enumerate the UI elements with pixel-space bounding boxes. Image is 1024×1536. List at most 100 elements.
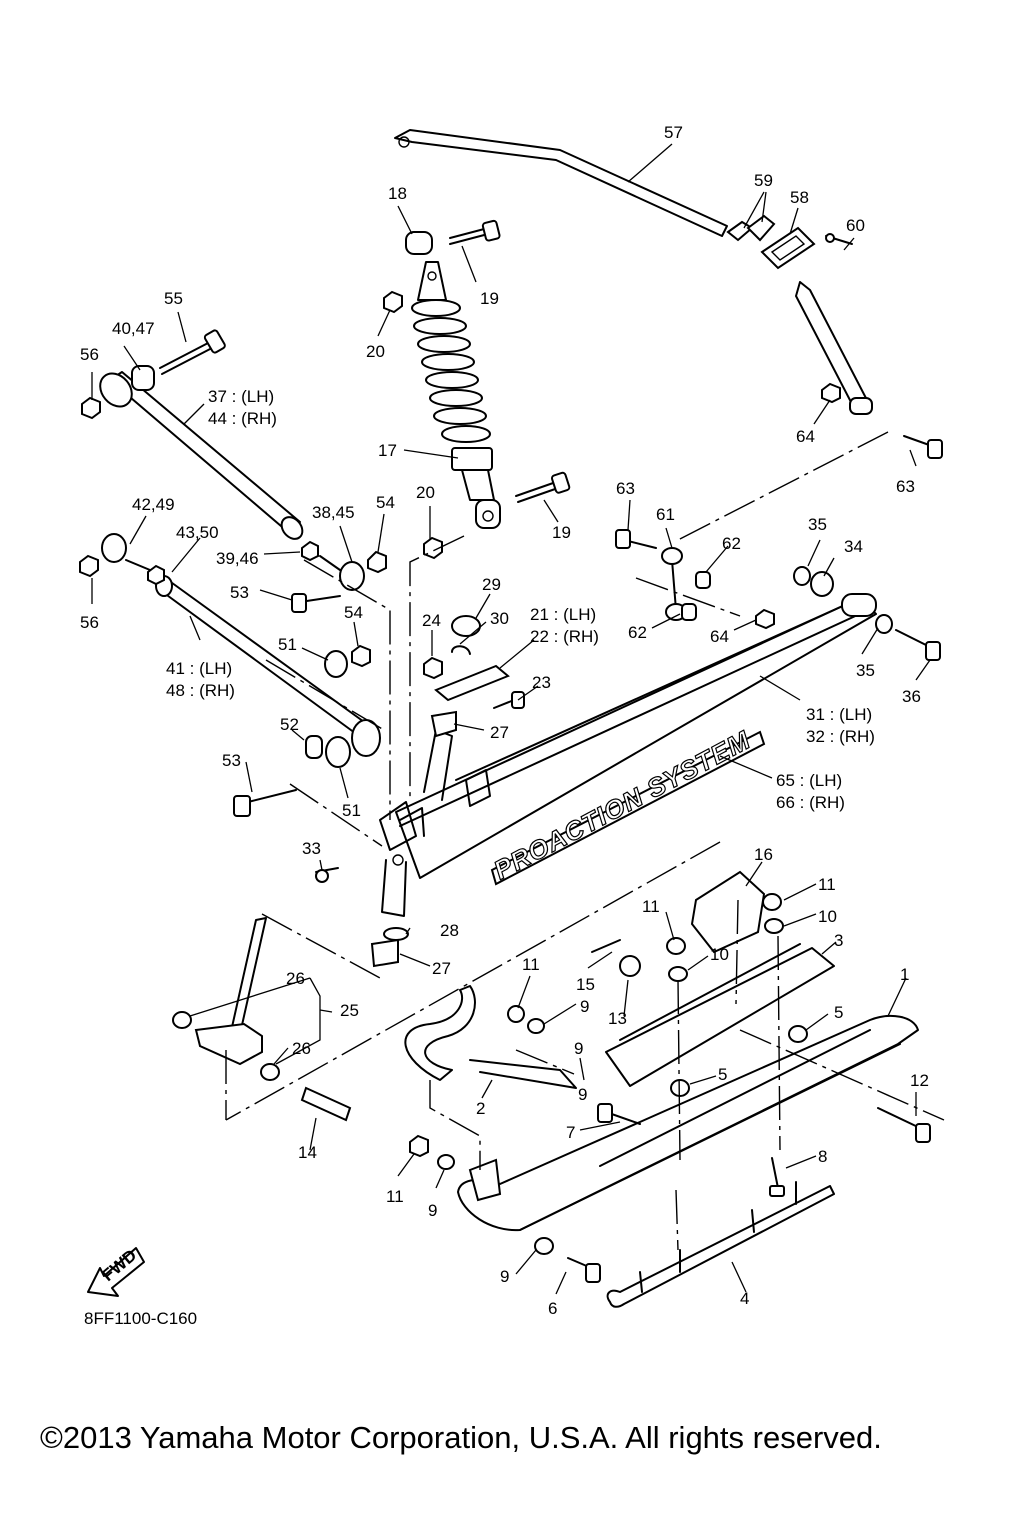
callout: 56 xyxy=(80,613,99,632)
fwd-arrow: FWD xyxy=(87,1246,145,1297)
callout: 11 xyxy=(522,955,540,974)
callout: 26 xyxy=(286,969,305,988)
callout: 9 xyxy=(500,1267,509,1286)
upper-rod xyxy=(81,329,304,540)
callout: 1 xyxy=(900,965,909,984)
callout: 10 xyxy=(710,945,729,964)
callout: 55 xyxy=(164,289,183,308)
callout: 10 xyxy=(818,907,837,926)
callout: 63 xyxy=(896,477,915,496)
callout: 41 : (LH) xyxy=(166,659,232,678)
callout: 4 xyxy=(740,1289,749,1308)
copyright-notice: ©2013 Yamaha Motor Corporation, U.S.A. A… xyxy=(40,1420,882,1455)
callout: 66 : (RH) xyxy=(776,793,845,812)
callout: 36 xyxy=(902,687,921,706)
shock-absorber xyxy=(405,231,501,529)
callout: 9 xyxy=(574,1039,583,1058)
callout: 7 xyxy=(566,1123,575,1142)
callout: 19 xyxy=(480,289,499,308)
callout: 19 xyxy=(552,523,571,542)
callout: 53 xyxy=(230,583,249,602)
grease-nipple xyxy=(315,869,329,883)
callout: 63 xyxy=(616,479,635,498)
callout: 11 xyxy=(818,875,836,894)
callout: 31 : (LH) xyxy=(806,705,872,724)
callout: 44 : (RH) xyxy=(208,409,277,428)
callout: 3 xyxy=(834,931,843,950)
callout: 38,45 xyxy=(312,503,355,522)
callout: 54 xyxy=(376,493,395,512)
ski xyxy=(409,1014,931,1283)
callout: 37 : (LH) xyxy=(208,387,274,406)
callout: 8 xyxy=(818,1147,827,1166)
callout: 20 xyxy=(416,483,435,502)
callout: 51 xyxy=(278,635,297,654)
callout: 25 xyxy=(340,1001,359,1020)
callout: 9 xyxy=(580,997,589,1016)
callout: 15 xyxy=(576,975,595,994)
ski-bracket xyxy=(507,870,835,1087)
callout: 2 xyxy=(476,1099,485,1118)
diagram-code: 8FF1100-C160 xyxy=(84,1309,197,1328)
alignment-lines xyxy=(225,431,945,1251)
callout: 9 xyxy=(578,1085,587,1104)
callout: 35 xyxy=(856,661,875,680)
callout: 18 xyxy=(388,184,407,203)
callout: 56 xyxy=(80,345,99,364)
callout: 17 xyxy=(378,441,397,460)
callout: 6 xyxy=(548,1299,557,1318)
ski-spindle xyxy=(172,917,352,1122)
callout: 11 xyxy=(386,1187,404,1206)
callout: 52 xyxy=(280,715,299,734)
callout: 53 xyxy=(222,751,241,770)
bushing-holder xyxy=(726,214,853,270)
callout: 54 xyxy=(344,603,363,622)
callout: 27 xyxy=(490,723,509,742)
callout: 26 xyxy=(292,1039,311,1058)
callout: 27 xyxy=(432,959,451,978)
callout: 62 xyxy=(628,623,647,642)
link-hardware xyxy=(615,382,943,661)
callout: 22 : (RH) xyxy=(530,627,599,646)
lower-rod xyxy=(79,533,381,757)
callout: 51 xyxy=(342,801,361,820)
callout: 65 : (LH) xyxy=(776,771,842,790)
wear-bar xyxy=(606,1181,835,1308)
callout: 5 xyxy=(834,1003,843,1022)
callout: 16 xyxy=(754,845,773,864)
decal-proaction: PROACTION SYSTEM xyxy=(488,724,766,886)
callout: 58 xyxy=(790,188,809,207)
callout: 33 xyxy=(302,839,321,858)
callout-labels: 57 59 58 60 18 19 20 55 40,47 56 37 : (L… xyxy=(80,123,929,1318)
callout: 14 xyxy=(298,1143,317,1162)
decal-text: PROACTION SYSTEM xyxy=(489,724,756,885)
suspension-arm xyxy=(379,593,877,917)
callout: 24 xyxy=(422,611,441,630)
callout: 57 xyxy=(664,123,683,142)
callout: 39,46 xyxy=(216,549,259,568)
callout: 20 xyxy=(366,342,385,361)
callout: 5 xyxy=(718,1065,727,1084)
callout: 40,47 xyxy=(112,319,155,338)
callout: 13 xyxy=(608,1009,627,1028)
callout: 48 : (RH) xyxy=(166,681,235,700)
callout: 9 xyxy=(428,1201,437,1220)
callout: 32 : (RH) xyxy=(806,727,875,746)
callout: 62 xyxy=(722,534,741,553)
callout: 64 xyxy=(796,427,815,446)
ski-handle xyxy=(404,985,577,1089)
shock-bolts xyxy=(383,219,571,560)
callout: 28 xyxy=(440,921,459,940)
callout: 23 xyxy=(532,673,551,692)
callout: 34 xyxy=(844,537,863,556)
callout: 64 xyxy=(710,627,729,646)
callout: 21 : (LH) xyxy=(530,605,596,624)
bracket-parts xyxy=(315,615,525,968)
callout: 12 xyxy=(910,1071,929,1090)
callout: 11 xyxy=(642,897,660,916)
leader-lines xyxy=(91,143,931,1295)
spindle-hardware xyxy=(233,540,387,817)
callout: 59 xyxy=(754,171,773,190)
callout: 30 xyxy=(490,609,509,628)
